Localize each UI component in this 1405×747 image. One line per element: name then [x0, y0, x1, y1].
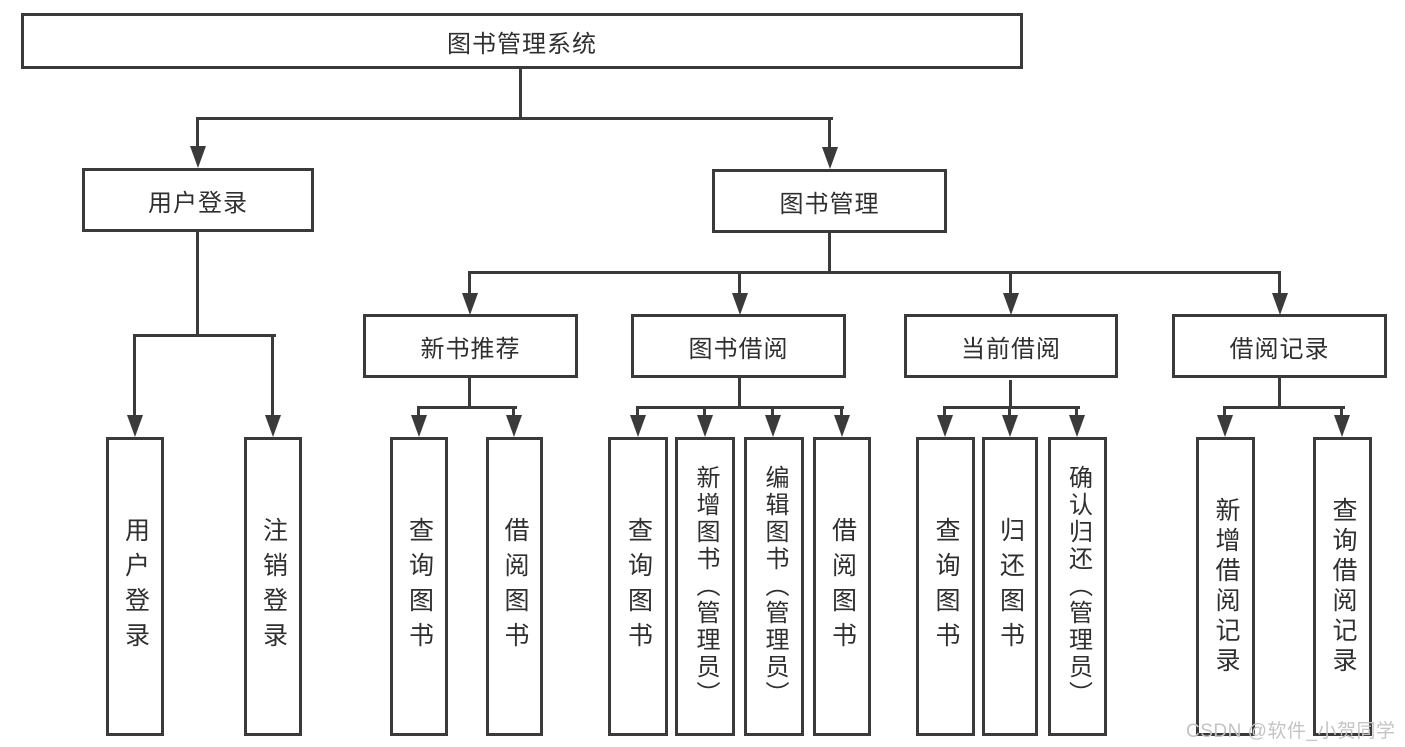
node-label: 借阅记录	[1229, 335, 1330, 363]
connector-line	[196, 117, 833, 120]
leaf-query-books-2: 查询图书	[608, 437, 668, 736]
arrow-down-icon	[697, 415, 713, 437]
connector-line	[468, 377, 471, 409]
node-book-mgmt: 图书管理	[712, 169, 947, 233]
connector-line	[133, 334, 136, 417]
arrow-down-icon	[411, 415, 427, 437]
connector-line	[512, 406, 515, 418]
leaf-query-books-1: 查询图书	[390, 437, 448, 736]
connector-line	[468, 271, 1281, 274]
node-label: 查询图书	[932, 516, 960, 657]
node-label: 查询图书	[624, 516, 653, 657]
arrow-down-icon	[822, 147, 838, 169]
node-label: 用户登录	[148, 189, 248, 217]
node-label: 当前借阅	[961, 335, 1061, 363]
leaf-query-books-3: 查询图书	[916, 437, 975, 736]
connector-line	[636, 406, 844, 409]
connector-line	[828, 233, 831, 274]
node-root: 图书管理系统	[21, 13, 1023, 69]
leaf-add-books-admin: 新增图书（管理员）	[675, 437, 735, 736]
connector-line	[1278, 378, 1281, 409]
connector-line	[1340, 406, 1343, 418]
connector-line	[417, 406, 517, 409]
arrow-down-icon	[265, 415, 281, 437]
connector-line	[703, 406, 706, 418]
leaf-confirm-return-admin: 确认归还（管理员）	[1048, 437, 1107, 736]
connector-line	[196, 117, 199, 149]
arrow-down-icon	[1069, 415, 1085, 437]
node-label: 查询借阅记录	[1329, 496, 1357, 677]
node-label: 借阅图书	[828, 516, 857, 657]
connector-line	[1008, 406, 1011, 418]
connector-line	[1223, 406, 1226, 418]
arrow-down-icon	[506, 415, 522, 437]
node-label: 用户登录	[121, 516, 150, 657]
arrow-down-icon	[732, 293, 748, 315]
node-label: 图书管理系统	[447, 30, 597, 58]
arrow-down-icon	[937, 415, 953, 437]
node-label: 图书借阅	[688, 335, 789, 363]
connector-line	[771, 406, 774, 418]
node-label: 新书推荐	[420, 335, 521, 363]
connector-line	[943, 406, 1080, 409]
node-label: 编辑图书（管理员）	[761, 465, 788, 708]
connector-line	[1278, 271, 1281, 297]
connector-line	[738, 378, 741, 409]
connector-line	[828, 117, 831, 150]
connector-line	[417, 406, 420, 418]
connector-line	[840, 406, 843, 418]
node-label: 新增图书（管理员）	[692, 465, 719, 708]
csdn-watermark: CSDN @软件_小贺同学	[1186, 721, 1396, 742]
arrow-down-icon	[834, 415, 850, 437]
leaf-user-login: 用户登录	[106, 437, 164, 736]
node-label: 归还图书	[996, 516, 1025, 657]
leaf-borrow-books-2: 借阅图书	[813, 437, 871, 736]
connector-line	[196, 232, 199, 336]
node-label: 查询图书	[405, 516, 434, 657]
leaf-query-borrow-record: 查询借阅记录	[1313, 437, 1372, 736]
leaf-logout: 注销登录	[244, 437, 302, 736]
leaf-return-books: 归还图书	[982, 437, 1038, 736]
arrow-down-icon	[1272, 293, 1288, 315]
node-user-login: 用户登录	[82, 168, 314, 232]
connector-line	[271, 334, 274, 417]
connector-line	[468, 271, 471, 297]
node-label: 图书管理	[779, 190, 880, 218]
arrow-down-icon	[1003, 293, 1019, 315]
connector-line	[1223, 406, 1345, 409]
leaf-add-borrow-record: 新增借阅记录	[1196, 437, 1255, 736]
node-label: 借阅图书	[501, 516, 529, 657]
connector-line	[1075, 406, 1078, 418]
arrow-down-icon	[1217, 415, 1233, 437]
connector-line	[943, 406, 946, 418]
node-label: 注销登录	[259, 516, 288, 657]
arrow-down-icon	[1002, 415, 1018, 437]
node-book-borrow: 图书借阅	[631, 314, 846, 378]
connector-line	[133, 334, 276, 337]
arrow-down-icon	[462, 293, 478, 315]
connector-line	[1009, 271, 1012, 297]
leaf-edit-books-admin: 编辑图书（管理员）	[744, 437, 804, 736]
arrow-down-icon	[190, 146, 206, 168]
connector-line	[738, 271, 741, 297]
connector-line	[1009, 380, 1012, 409]
node-current-borrow: 当前借阅	[904, 314, 1118, 378]
node-label: 确认归还（管理员）	[1064, 465, 1092, 708]
arrow-down-icon	[1334, 415, 1350, 437]
node-label: 新增借阅记录	[1212, 496, 1240, 677]
connector-line	[636, 406, 639, 418]
connector-line	[519, 68, 522, 120]
node-new-books: 新书推荐	[363, 314, 578, 378]
arrow-down-icon	[765, 415, 781, 437]
arrow-down-icon	[630, 415, 646, 437]
arrow-down-icon	[127, 415, 143, 437]
leaf-borrow-books-1: 借阅图书	[486, 437, 543, 736]
node-borrow-records: 借阅记录	[1172, 314, 1387, 378]
